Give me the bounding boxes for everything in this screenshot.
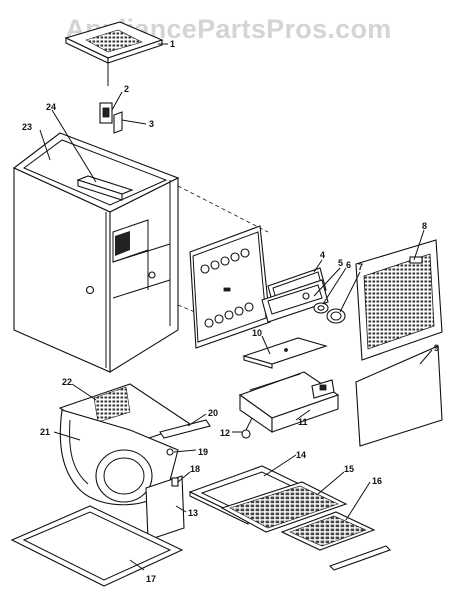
callout-21: 21 bbox=[40, 427, 50, 437]
alignment-line bbox=[177, 185, 269, 233]
callout-19: 19 bbox=[198, 447, 208, 457]
part-5-gasket bbox=[261, 279, 329, 323]
callout-14: 14 bbox=[296, 450, 306, 460]
callout-1: 1 bbox=[170, 39, 175, 49]
callout-12: 12 bbox=[220, 428, 230, 438]
callout-4: 4 bbox=[320, 250, 325, 260]
callout-7: 7 bbox=[358, 262, 363, 272]
part-13-small-panel bbox=[145, 475, 185, 541]
part-17-base-frame bbox=[10, 505, 184, 587]
part-18-latch bbox=[171, 477, 179, 487]
part-23-cabinet bbox=[12, 132, 180, 373]
part-24-divider bbox=[76, 175, 134, 201]
callout-24: 24 bbox=[46, 102, 56, 112]
part-1-top-vent-cover bbox=[64, 21, 164, 86]
callout-23: 23 bbox=[22, 122, 32, 132]
alignment-line bbox=[177, 304, 196, 313]
part-21-blower-housing bbox=[59, 409, 179, 506]
callout-13: 13 bbox=[188, 508, 198, 518]
part-6-ring bbox=[313, 302, 329, 314]
callout-3: 3 bbox=[149, 119, 154, 129]
callout-10: 10 bbox=[252, 328, 262, 338]
part-19-screw bbox=[166, 448, 174, 456]
callout-11: 11 bbox=[298, 417, 308, 427]
callout-15: 15 bbox=[344, 464, 354, 474]
panel-holes bbox=[200, 248, 254, 328]
leader-lines bbox=[39, 43, 433, 571]
callout-8: 8 bbox=[422, 221, 427, 231]
part-9-plain-panel bbox=[355, 345, 443, 447]
callout-2: 2 bbox=[124, 84, 129, 94]
callout-labels: 1 2 3 4 5 6 7 8 9 10 11 12 13 14 15 16 1… bbox=[22, 39, 439, 584]
filter-strip bbox=[328, 545, 392, 571]
part-8-grill-panel bbox=[355, 239, 443, 361]
part-16-filter bbox=[280, 511, 376, 551]
part-12-valve bbox=[241, 417, 253, 439]
part-10-shelf bbox=[242, 337, 328, 369]
callout-17: 17 bbox=[146, 574, 156, 584]
callout-22: 22 bbox=[62, 377, 72, 387]
part-2-bracket bbox=[99, 102, 113, 124]
callout-20: 20 bbox=[208, 408, 218, 418]
part-3-clip bbox=[113, 111, 123, 134]
callout-18: 18 bbox=[190, 464, 200, 474]
callout-9: 9 bbox=[434, 343, 439, 353]
part-15-filter bbox=[220, 481, 348, 533]
callout-16: 16 bbox=[372, 476, 382, 486]
part-11-burner-tray bbox=[238, 371, 340, 434]
callout-6: 6 bbox=[346, 260, 351, 270]
callout-5: 5 bbox=[338, 258, 343, 268]
part-7-sight-glass bbox=[326, 308, 346, 324]
access-panel bbox=[189, 225, 271, 349]
